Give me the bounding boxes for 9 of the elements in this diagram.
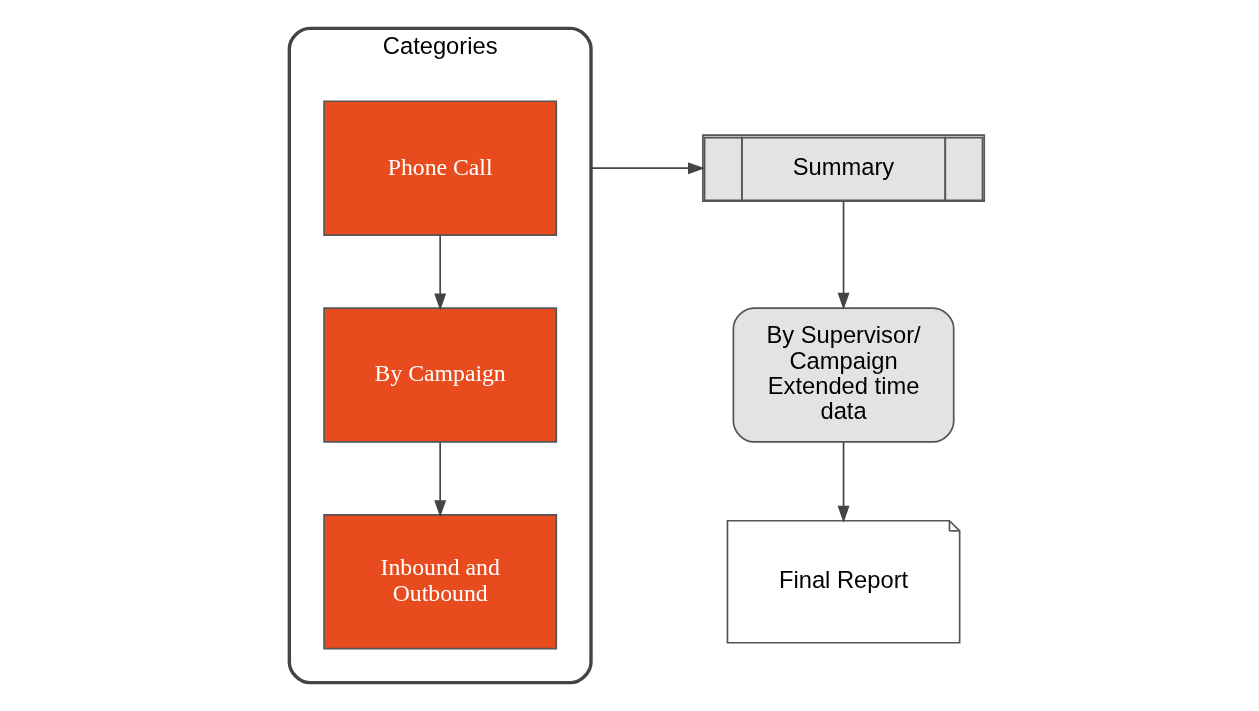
node-box: By Campaign xyxy=(322,307,557,443)
node-box: By Supervisor/ Campaign Extended time data xyxy=(732,307,955,443)
node-box: Inbound and Outbound xyxy=(322,513,557,650)
arrow xyxy=(589,162,705,175)
arrow xyxy=(837,200,849,310)
node-box: Phone Call xyxy=(322,100,557,236)
arrow xyxy=(837,441,849,523)
arrow xyxy=(433,441,446,518)
arrow xyxy=(433,234,446,311)
